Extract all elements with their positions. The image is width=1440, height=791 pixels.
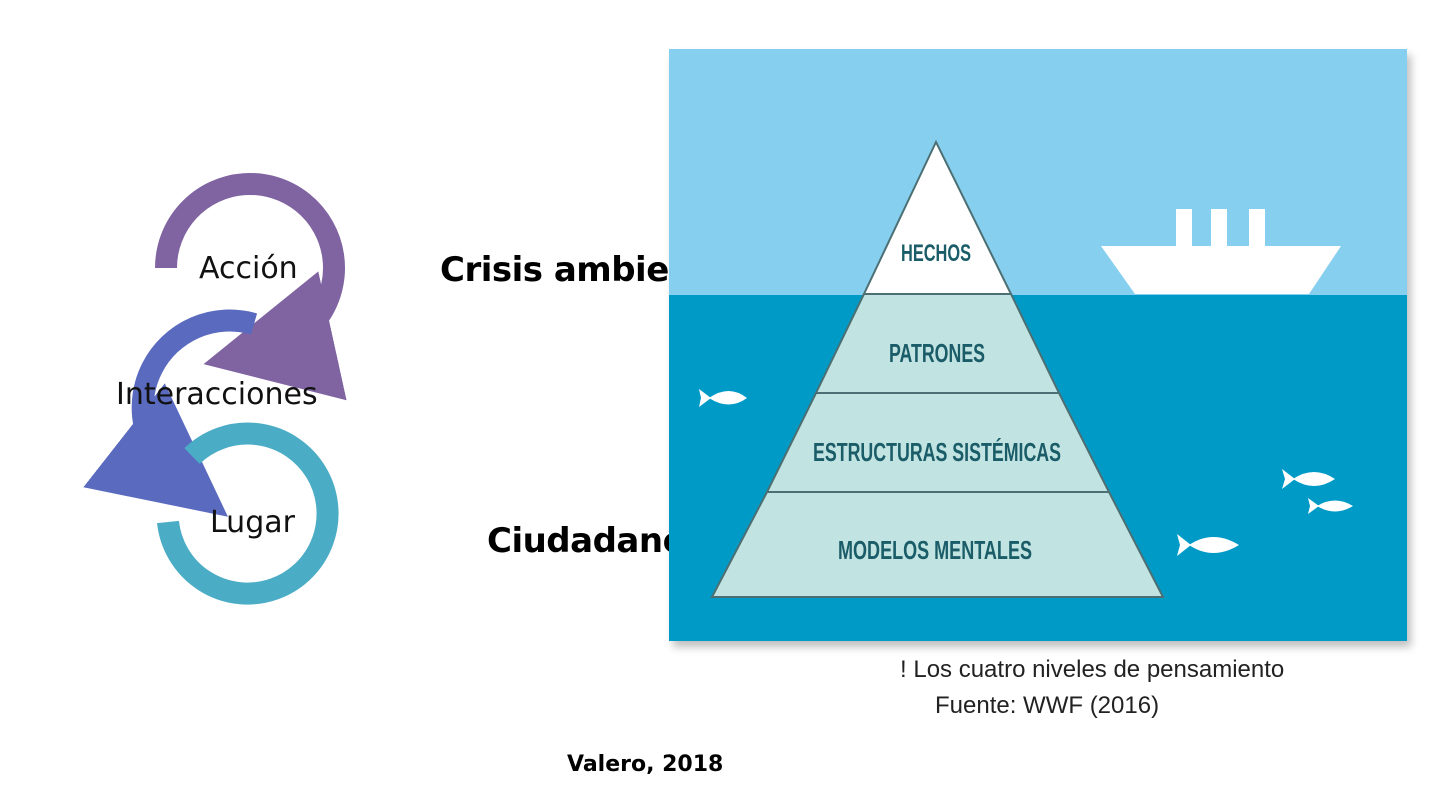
fish-icon xyxy=(1282,469,1335,489)
level-patrones: PATRONES xyxy=(889,338,985,368)
caption-title: Los cuatro niveles de pensamiento xyxy=(913,656,1285,683)
figure-source: Fuente: WWF (2016) xyxy=(935,692,1160,719)
level-modelos-mentales: MODELOS MENTALES xyxy=(838,535,1032,565)
iceberg-illustration: HECHOS PATRONES ESTRUCTURAS SISTÉMICAS M… xyxy=(669,49,1407,641)
author-citation: Valero, 2018 xyxy=(567,752,724,777)
level-estructuras-sistemicas: ESTRUCTURAS SISTÉMICAS xyxy=(813,437,1061,467)
fish-icon xyxy=(699,389,747,407)
fish-icon xyxy=(1308,498,1353,514)
caption-marker: ! xyxy=(900,656,907,683)
cycle-label-interacciones: Interacciones xyxy=(116,377,318,412)
interacciones-arc xyxy=(83,309,258,517)
cycle-label-accion: Acción xyxy=(199,251,298,286)
lugar-arc xyxy=(157,422,339,605)
figure-caption: ! Los cuatro niveles de pensamiento xyxy=(900,656,1284,684)
pyramid-layer-4 xyxy=(710,491,1165,598)
level-hechos: HECHOS xyxy=(901,240,971,267)
ship-icon xyxy=(1101,209,1341,294)
cycle-diagram xyxy=(83,173,347,605)
fish-icon xyxy=(1177,534,1239,556)
accion-arc xyxy=(155,173,347,401)
cycle-label-lugar: Lugar xyxy=(210,505,295,540)
